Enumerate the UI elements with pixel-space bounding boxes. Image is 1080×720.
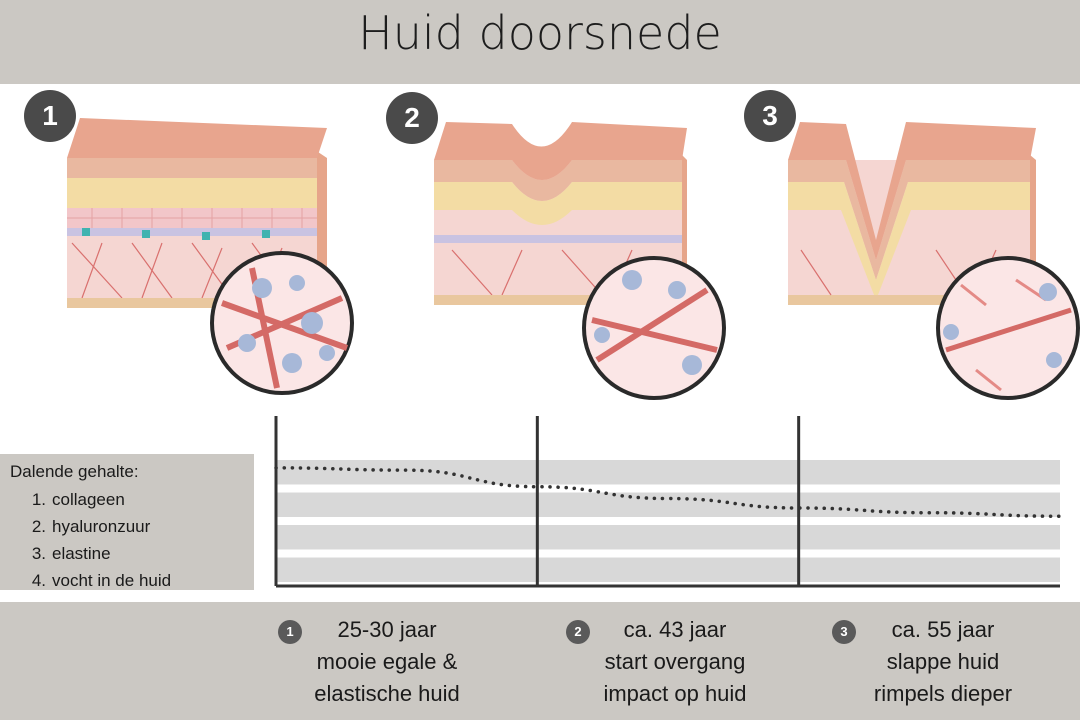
legend-item: 2. hyaluronzuur [10, 515, 171, 542]
caption-stage-1: 25-30 jaar mooie egale & elastische huid [292, 614, 482, 710]
chart-band [276, 492, 1060, 517]
legend-item: 3. elastine [10, 542, 171, 569]
chart-band [276, 460, 1060, 485]
page-title: Huid doorsnede [358, 6, 722, 60]
zoom-molecules [594, 270, 702, 375]
legend-item-label: hyaluronzuur [52, 517, 151, 536]
skin-cross-section-3 [788, 122, 1080, 400]
legend-item-number: 3. [31, 544, 46, 563]
header-bar [0, 0, 1080, 84]
zoom-fibers [591, 287, 718, 363]
caption-age: 25-30 jaar [337, 617, 437, 642]
chart-frame [274, 416, 1060, 588]
epidermis-layer [434, 160, 682, 201]
epidermis-layer [788, 160, 1030, 280]
fat-layer [788, 182, 1030, 300]
caption-line-1: slappe huid [886, 649, 1000, 674]
zoom-fibers [945, 307, 1072, 353]
zoom-molecules [943, 283, 1062, 368]
caption-stage-3: ca. 55 jaar slappe huid rimpels dieper [848, 614, 1038, 710]
basal-cells [82, 228, 270, 240]
legend-item-label: vocht in de huid [52, 571, 172, 590]
chart-dotted-line [274, 466, 1062, 519]
stage-3-badge: 3 [744, 90, 796, 142]
chart-band [276, 557, 1060, 582]
zoom-molecules [238, 275, 335, 373]
bottom-layer [788, 295, 1030, 305]
decline-series-line [274, 466, 1062, 519]
skin-surface [434, 122, 687, 180]
skin-surface [788, 122, 1036, 260]
footer-bar [0, 602, 1080, 720]
legend-item: 1. collageen [10, 488, 171, 515]
basal-layer [434, 235, 682, 243]
legend-item-number: 4. [31, 571, 46, 590]
chart-grid [276, 460, 1060, 582]
caption-stage-2: ca. 43 jaar start overgang impact op hui… [580, 614, 770, 710]
caption-line-1: start overgang [604, 649, 746, 674]
skin-surface [67, 118, 327, 158]
epidermis-layer [67, 158, 317, 178]
caption-line-1: mooie egale & [316, 649, 458, 674]
decline-chart [274, 416, 1062, 588]
stage-1-badge: 1 [24, 90, 76, 142]
legend-item-number: 1. [31, 490, 46, 509]
caption-age: ca. 43 jaar [623, 617, 727, 642]
legend-list: 1. collageen 2. hyaluronzuur 3. elastine 4.… [10, 488, 171, 596]
skin-cross-section-1 [67, 118, 354, 395]
caption-age: ca. 55 jaar [891, 617, 995, 642]
chart-band [276, 525, 1060, 550]
skin-cross-section-2 [434, 122, 726, 400]
legend-item-label: collageen [52, 490, 125, 509]
caption-line-2: impact op huid [603, 681, 747, 706]
caption-line-2: rimpels dieper [873, 681, 1013, 706]
caption-line-2: elastische huid [314, 681, 460, 706]
cells [67, 208, 317, 228]
legend-title: Dalende gehalte: [10, 462, 139, 481]
legend-item: 4. vocht in de huid [10, 569, 171, 596]
caption-3-badge: 3 [832, 620, 856, 644]
fat-layer [434, 182, 682, 225]
legend-box: Dalende gehalte: 1. collageen 2. hyaluronz… [0, 454, 254, 590]
bottom-layer [67, 298, 317, 308]
fat-layer [67, 178, 317, 208]
basal-layer [67, 228, 317, 236]
stage-2-badge: 2 [386, 92, 438, 144]
legend-item-number: 2. [31, 517, 46, 536]
legend-item-label: elastine [52, 544, 111, 563]
caption-1-badge: 1 [278, 620, 302, 644]
caption-2-badge: 2 [566, 620, 590, 644]
bottom-layer [434, 295, 682, 305]
